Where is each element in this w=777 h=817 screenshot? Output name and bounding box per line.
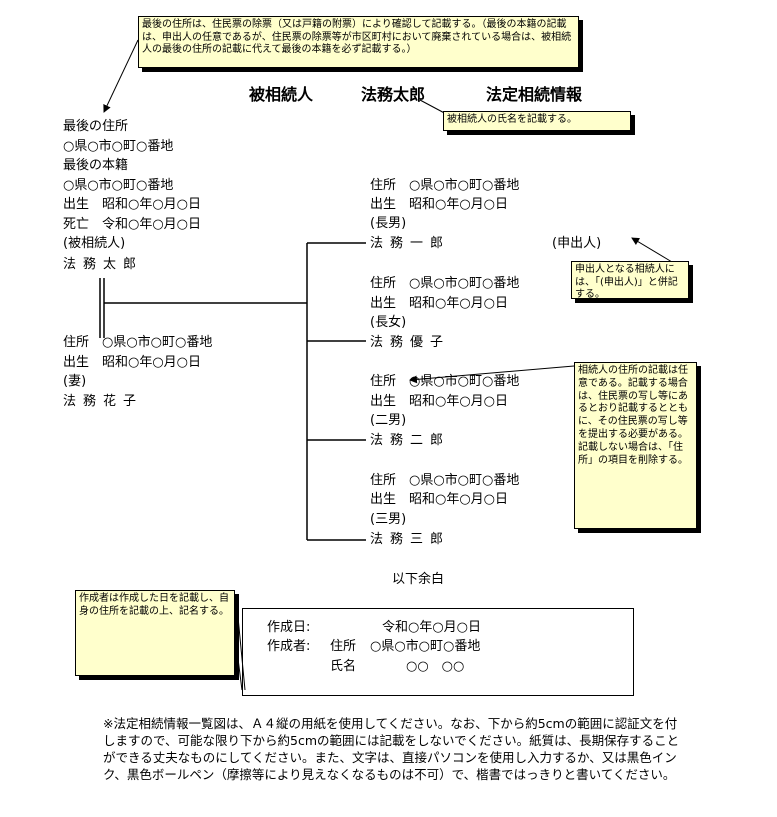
child-2-name: 法務優子 [370, 335, 451, 350]
child-4-relation: (三男) [370, 512, 407, 527]
title-label-decedent: 被相続人 [249, 85, 314, 104]
decedent-last-domicile: ○県○市○町○番地 [63, 178, 174, 193]
child-4-name: 法務三郎 [370, 532, 451, 547]
creator-name-value: ○○ ○○ [406, 659, 465, 674]
address-note: 最後の住所は、住民票の除票（又は戸籍の附票）により確認して記載する。（最後の本籍… [138, 16, 579, 68]
decedent-last-address-label: 最後の住所 [63, 119, 129, 134]
spouse-relation: (妻) [63, 374, 87, 389]
decedent-birth: 出生 昭和○年○月○日 [63, 197, 202, 212]
creator-note-pointer-2 [235, 595, 246, 691]
name-note: 被相続人の氏名を記載する。 [443, 111, 631, 131]
decedent-name: 法務太郎 [63, 257, 144, 272]
footer-instructions: ※法定相続情報一覧図は、Ａ４縦の用紙を使用してください。なお、下から約5cmの範… [103, 716, 680, 782]
child-3-address: 住所 ○県○市○町○番地 [370, 374, 520, 389]
child-2-relation: (長女) [370, 315, 407, 330]
creation-date-label: 作成日: [267, 620, 311, 635]
applicant-note-arrow [631, 237, 673, 263]
creator-note: 作成者は作成した日を記載し、自身の住所を記載の上、記名する。 [75, 590, 235, 676]
creation-date-value: 令和○年○月○日 [382, 620, 482, 635]
child-3-name: 法務二郎 [370, 433, 451, 448]
creator-address-value: ○県○市○町○番地 [370, 639, 481, 654]
child-1-name: 法務一郎 [370, 236, 451, 251]
creation-box [242, 608, 634, 696]
spouse-name: 法務花子 [63, 394, 144, 409]
decedent-last-domicile-label: 最後の本籍 [63, 158, 129, 173]
decedent-relation: (被相続人) [63, 236, 126, 251]
decedent-death: 死亡 令和○年○月○日 [63, 217, 202, 232]
child-4-address: 住所 ○県○市○町○番地 [370, 473, 520, 488]
child-2-birth: 出生 昭和○年○月○日 [370, 296, 509, 311]
child-4-birth: 出生 昭和○年○月○日 [370, 492, 509, 507]
address-note-arrow [103, 39, 139, 113]
applicant-note: 申出人となる相続人には、「(申出人)」と併記する。 [571, 261, 689, 300]
creator-name-label: 氏名 [330, 659, 357, 674]
child-1-relation: (長男) [370, 216, 407, 231]
creator-address-label: 住所 [330, 639, 357, 654]
child-1-applicant-mark: (申出人) [552, 236, 602, 251]
spouse-birth: 出生 昭和○年○月○日 [63, 355, 202, 370]
heir-address-note-arrow [409, 365, 575, 384]
decedent-last-address: ○県○市○町○番地 [63, 139, 174, 154]
child-3-birth: 出生 昭和○年○月○日 [370, 394, 509, 409]
creator-label: 作成者: [267, 639, 311, 654]
child-2-address: 住所 ○県○市○町○番地 [370, 276, 520, 291]
spouse-address: 住所 ○県○市○町○番地 [63, 335, 213, 350]
child-1-birth: 出生 昭和○年○月○日 [370, 197, 509, 212]
title-decedent-name: 法務太郎 [361, 85, 426, 104]
child-1-address: 住所 ○県○市○町○番地 [370, 178, 520, 193]
heir-address-note: 相続人の住所の記載は任意である。記載する場合は、住民票の写し等にあるとおり記載す… [574, 362, 697, 529]
title-label-info: 法定相続情報 [486, 85, 583, 104]
end-mark: 以下余白 [392, 572, 445, 587]
child-3-relation: (二男) [370, 413, 407, 428]
